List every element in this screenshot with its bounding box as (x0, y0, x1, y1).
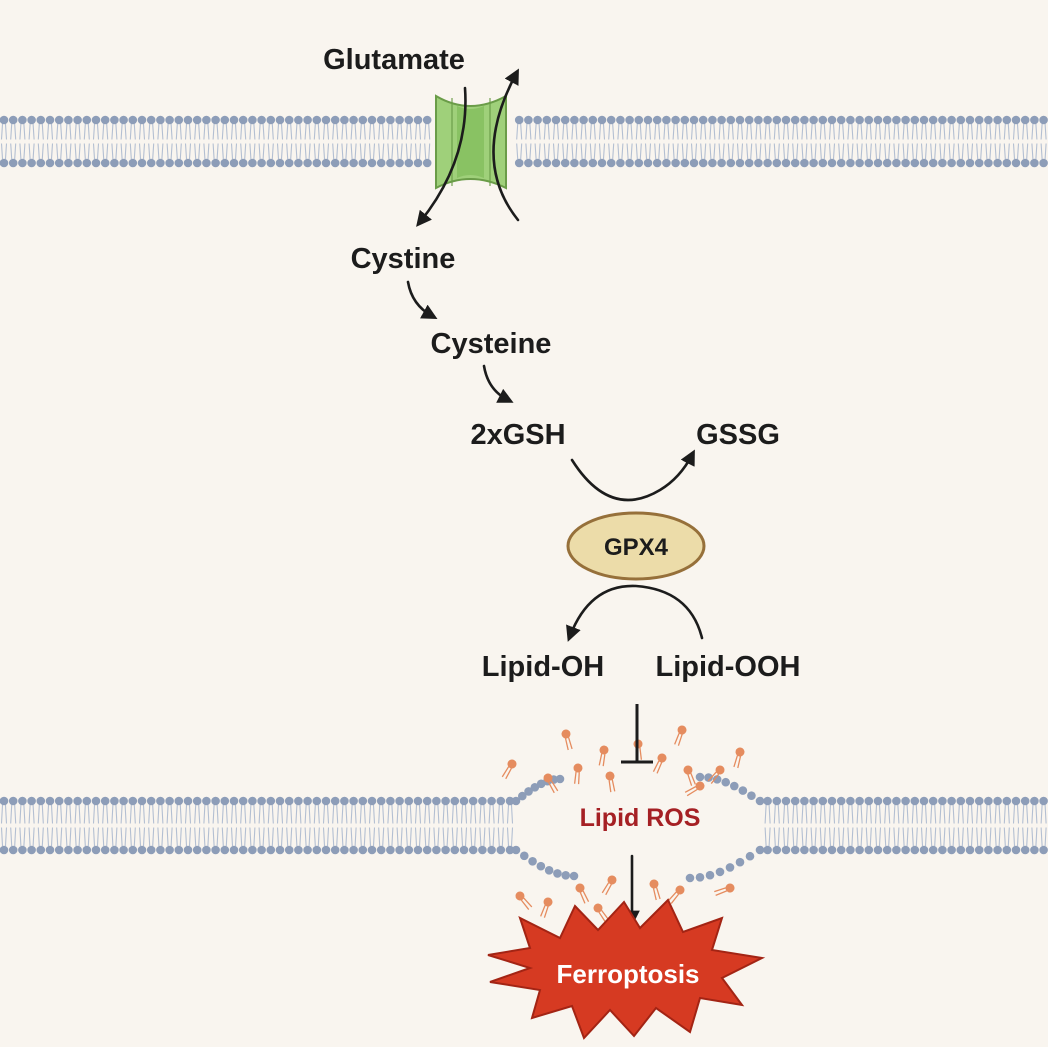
lipid-ooh-to-lipid-oh-arrow (566, 584, 704, 642)
gsh-label: 2xGSH (470, 419, 565, 451)
cysteine-to-gsh-arrow (482, 364, 514, 403)
lipid-oh-label: Lipid-OH (482, 651, 604, 683)
ferroptosis-label: Ferroptosis (556, 959, 699, 989)
lipid-ooh-label: Lipid-OOH (656, 651, 801, 683)
top-membrane (0, 115, 1048, 168)
cystine-import-arrow (416, 86, 467, 227)
burst-icon: Ferroptosis (487, 898, 766, 1040)
glutamate-export-arrow (492, 68, 520, 222)
gpx4-enzyme: GPX4 (566, 511, 706, 581)
gpx4-label: GPX4 (604, 534, 669, 561)
gsh-to-gssg-arrow (570, 449, 695, 502)
cystine-to-cysteine-arrow (406, 280, 438, 320)
gssg-label: GSSG (696, 419, 780, 451)
glutamate-label: Glutamate (323, 44, 465, 76)
bottom-membrane (0, 772, 1048, 883)
lipid-ros-label: Lipid ROS (580, 804, 701, 832)
cysteine-label: Cysteine (431, 328, 552, 360)
inhibition-bar (621, 704, 653, 764)
cystine-label: Cystine (351, 243, 456, 275)
